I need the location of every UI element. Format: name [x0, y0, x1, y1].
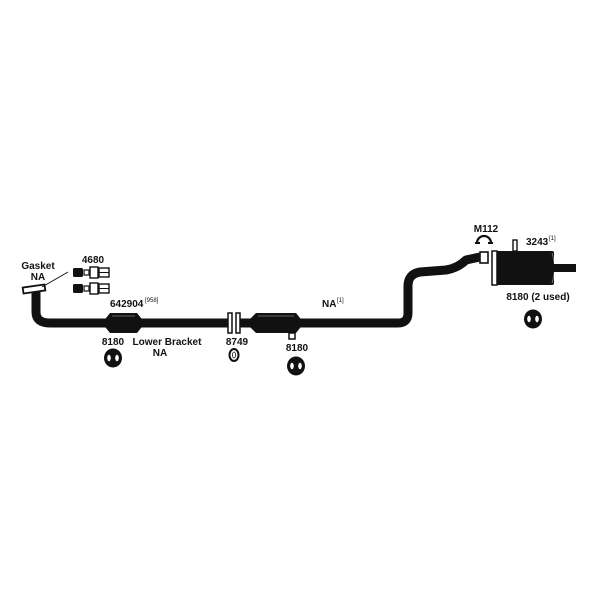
tailpipe: [554, 264, 576, 272]
gasket-leader-line: [41, 271, 69, 288]
front-exhaust-pipe: [31, 292, 228, 328]
converter-sensor-boss: [288, 332, 296, 340]
lower-bracket-na-label: NA: [153, 348, 167, 359]
part-642904-label: 642904: [110, 299, 144, 310]
hanger-8180-mid-icon: [287, 356, 305, 376]
gasket-flange: [21, 283, 47, 295]
bolt-kit-4680-icon: [73, 266, 110, 295]
part-8180-right-label: 8180 (2 used): [506, 292, 569, 303]
part-8180-left-label: 8180: [102, 337, 125, 348]
na-pipe-label: NA: [322, 299, 336, 310]
flange-joint-right: [235, 312, 241, 334]
part-8180-mid-label: 8180: [286, 343, 309, 354]
part-3243-ref: [1]: [549, 236, 556, 242]
gasket-label: Gasket: [21, 261, 55, 272]
part-8749-label: 8749: [226, 337, 249, 348]
gasket-na-label: NA: [31, 272, 45, 283]
mid-exhaust-pipe: [240, 252, 481, 328]
part-3243-label: 3243: [526, 237, 549, 248]
hanger-8180-right-icon: [524, 309, 542, 329]
flange-joint-left: [227, 312, 233, 334]
muffler-hanger-pin: [512, 239, 518, 252]
lower-bracket-label: Lower Bracket: [133, 337, 203, 348]
pipe-end-collar: [479, 251, 489, 264]
muffler-inlet-cap: [491, 250, 498, 286]
muffler-3243: [492, 251, 554, 285]
part-642904-ref: [958]: [145, 298, 159, 304]
m112-clamp-icon: [475, 234, 493, 244]
hanger-8180-left-icon: [104, 348, 122, 368]
catalytic-converter-rear: [246, 313, 304, 333]
part-m112-label: M112: [474, 224, 499, 235]
catalytic-converter-642904: [102, 313, 145, 333]
gasket-ring-8749-icon: [228, 348, 240, 362]
na-pipe-ref: [1]: [337, 298, 344, 304]
part-4680-label: 4680: [82, 255, 105, 266]
